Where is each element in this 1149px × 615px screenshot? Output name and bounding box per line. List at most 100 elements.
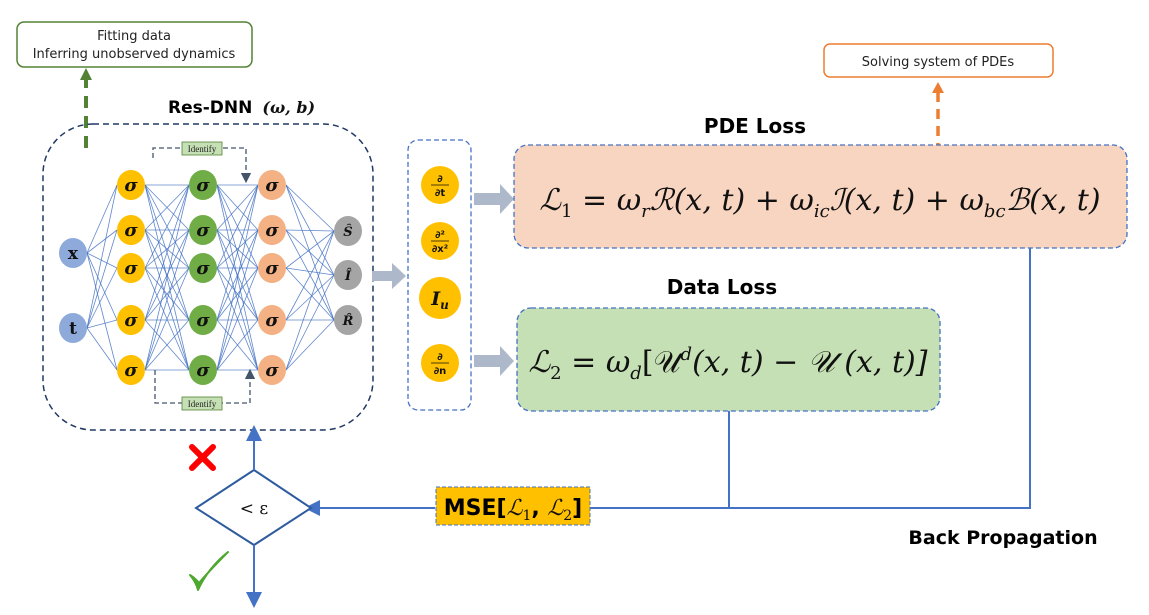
connection-edge — [144, 229, 190, 269]
hidden-node-l3-5-label: σ — [265, 360, 279, 381]
connection-edge — [86, 229, 118, 329]
hidden-node-l3-4-label: σ — [265, 310, 279, 331]
network-to-operators-arrow — [372, 263, 406, 289]
hidden-node-l2-4: σ — [189, 305, 217, 335]
pde-loss-box — [513, 144, 1128, 249]
hidden-node-l1-3-label: σ — [124, 258, 138, 279]
skip-label-bottom: Identify — [188, 399, 217, 409]
epsilon-condition: < ε — [240, 499, 269, 519]
hidden-node-l1-4: σ — [117, 305, 145, 335]
connection-edge — [216, 184, 259, 321]
connection-edge — [285, 230, 335, 321]
operator-1: ∂∂t — [421, 166, 459, 204]
hidden-node-l1-3: σ — [117, 253, 145, 283]
hidden-node-l2-4-label: σ — [196, 310, 210, 331]
connection-edge — [285, 267, 335, 321]
connection-edge — [86, 319, 118, 329]
operator-numerator: ∂² — [435, 230, 445, 241]
connection-edge — [144, 184, 190, 269]
data-loss-box — [516, 307, 941, 412]
cross-icon — [189, 444, 216, 471]
connection-edge — [216, 229, 259, 321]
hidden-node-l2-3-label: σ — [196, 258, 210, 279]
connection-edge — [285, 230, 335, 269]
connection-edge — [86, 229, 118, 254]
connection-edge — [216, 229, 259, 371]
connection-edge — [216, 184, 259, 231]
hidden-node-l3-3: σ — [258, 253, 286, 283]
connection-edge — [144, 229, 190, 371]
data-loss-formula: ℒ2 = ωd[𝒰d(x, t) − 𝒰 (x, t)] — [529, 344, 928, 384]
hidden-node-l2-5: σ — [189, 355, 217, 385]
connection-edge — [285, 184, 335, 232]
green-dashed-arrow — [80, 68, 92, 148]
connection-edge — [144, 319, 190, 371]
output-node-3: R̂ — [334, 305, 362, 335]
operator-2: ∂² ∂x² — [421, 222, 459, 260]
connection-edge — [86, 327, 118, 371]
fitting-data-text: Fitting data — [97, 29, 171, 44]
connection-edge — [86, 252, 118, 371]
connection-edge — [144, 184, 190, 371]
connection-edge — [86, 252, 118, 321]
connection-edge — [216, 229, 259, 269]
hidden-node-l1-5-label: σ — [124, 360, 138, 381]
skip-connection-bottom: Identify — [154, 368, 256, 411]
arrow-to-data-loss — [474, 346, 514, 376]
connection-edge — [285, 319, 335, 371]
hidden-node-l2-5-label: σ — [196, 360, 210, 381]
connection-edge — [216, 267, 259, 321]
check-icon — [189, 551, 229, 591]
res-dnn-title: Res-DNN(ω, b) — [168, 98, 315, 118]
input-node-t: t — [59, 313, 87, 343]
connection-edge — [216, 184, 259, 371]
data-loss-title: Data Loss — [667, 275, 777, 299]
output-node-3-label: R̂ — [342, 313, 354, 329]
output-node-1-label: Ŝ — [343, 223, 352, 240]
connection-edge — [285, 229, 335, 276]
operator-3: Iu — [419, 277, 461, 319]
hidden-node-l1-1-label: σ — [124, 175, 138, 196]
connection-edge — [144, 267, 190, 371]
connection-edge — [86, 184, 118, 254]
hidden-node-l3-1-label: σ — [265, 175, 279, 196]
operator-4: ∂∂n — [421, 344, 459, 382]
mse-label: MSE[ℒ1, ℒ2] — [444, 496, 582, 524]
connection-edge — [285, 184, 335, 276]
hidden-node-l3-5: σ — [258, 355, 286, 385]
network-connections — [86, 184, 335, 371]
connection-edge — [285, 230, 335, 371]
hidden-node-l3-2: σ — [258, 215, 286, 245]
connection-edge — [285, 229, 335, 232]
hidden-node-l3-3-label: σ — [265, 258, 279, 279]
back-propagation-lines — [304, 248, 1031, 516]
hidden-node-l1-1: σ — [117, 170, 145, 200]
hidden-node-l2-3: σ — [189, 253, 217, 283]
connection-edge — [144, 229, 190, 321]
skip-label-top: Identify — [188, 144, 217, 154]
pde-loss-formula: ℒ1 = ωrℛ(x, t) + ωicℐ(x, t) + ωbcℬ(x, t) — [539, 183, 1100, 222]
pde-loss-title: PDE Loss — [704, 114, 806, 138]
connection-edge — [216, 267, 259, 371]
orange-dashed-arrow — [932, 82, 944, 153]
hidden-node-l2-2-label: σ — [196, 220, 210, 241]
operator-denominator: ∂x² — [432, 244, 448, 255]
skip-connection-top: Identify — [152, 141, 252, 184]
connection-edge — [86, 267, 118, 329]
input-node-x-label: x — [68, 244, 79, 264]
hidden-node-l3-4: σ — [258, 305, 286, 335]
connection-edge — [285, 274, 335, 371]
connection-edge — [86, 184, 118, 329]
output-node-2: Î — [334, 260, 362, 290]
output-node-1: Ŝ — [334, 216, 362, 246]
hidden-node-l1-2-label: σ — [124, 220, 138, 241]
fitting-data-callout: Fitting data Inferring unobserved dynami… — [16, 21, 253, 68]
operator-label: Iu — [430, 288, 449, 312]
input-node-x: x — [59, 238, 87, 268]
output-node-2-label: Î — [344, 268, 352, 284]
hidden-node-l1-4-label: σ — [124, 310, 138, 331]
hidden-node-l1-2: σ — [117, 215, 145, 245]
operator-denominator: ∂n — [434, 366, 447, 377]
